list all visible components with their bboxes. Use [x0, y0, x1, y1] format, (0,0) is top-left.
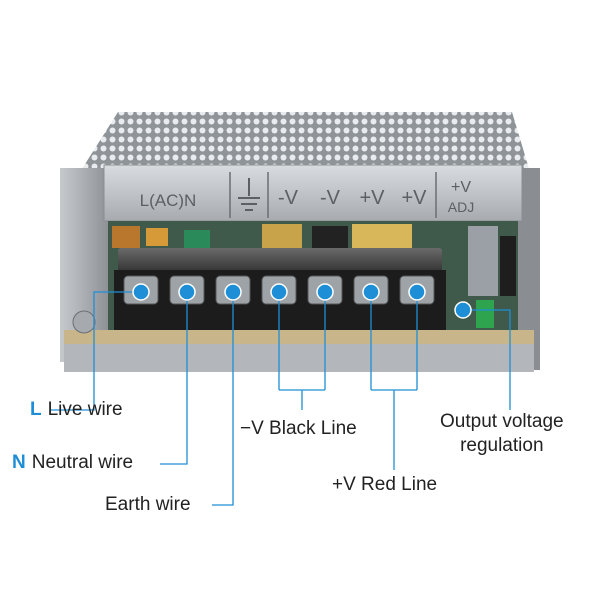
- marker-minus-2: [316, 283, 334, 301]
- callout-earth-text: Earth wire: [105, 494, 191, 515]
- panel-label-minus-2: -V: [320, 187, 341, 209]
- marker-adjust: [454, 301, 472, 319]
- callout-live-key: L: [30, 399, 42, 420]
- callout-adjust-line2: regulation: [460, 435, 544, 456]
- callout-black-text: −V Black Line: [240, 418, 357, 439]
- panel-label-plus-1: +V: [359, 187, 385, 209]
- marker-plus-2: [408, 283, 426, 301]
- callout-neutral-text: Neutral wire: [31, 452, 134, 473]
- terminal-block-top: [118, 248, 442, 276]
- marker-earth: [224, 283, 242, 301]
- panel-label-plus-2: +V: [401, 187, 427, 209]
- marker-live: [132, 283, 150, 301]
- adjust-potentiometer: [476, 300, 494, 328]
- marker-minus-1: [270, 283, 288, 301]
- terminal-screws: [123, 275, 435, 305]
- panel-label-adj-top: +V: [451, 179, 471, 196]
- ground-symbol-icon: [238, 178, 260, 211]
- callout-red-line: +V Red Line: [332, 474, 437, 496]
- pcb-base: [64, 330, 534, 344]
- terminal-markers: [132, 283, 472, 319]
- housing-grille: [80, 112, 530, 172]
- callout-black-line: −V Black Line: [240, 418, 357, 440]
- callout-adjust-line1: Output voltage: [440, 411, 564, 432]
- mounting-screw: [72, 310, 96, 334]
- marker-plus-1: [362, 283, 380, 301]
- housing-left-wall: [60, 168, 108, 362]
- panel-label-adj-bottom: ADJ: [448, 199, 474, 215]
- housing-front-panel: [103, 164, 523, 222]
- callout-neutral-key: N: [12, 452, 26, 473]
- callout-output-regulation: Output voltage regulation: [440, 410, 564, 458]
- callout-red-text: +V Red Line: [332, 474, 438, 495]
- callout-earth-wire: Earth wire: [105, 494, 191, 516]
- panel-label-minus-1: -V: [278, 187, 299, 209]
- marker-neutral: [178, 283, 196, 301]
- callout-live-text: Live wire: [47, 399, 123, 420]
- panel-label-ac: L(AC)N: [140, 191, 197, 210]
- callout-lines: [50, 291, 511, 506]
